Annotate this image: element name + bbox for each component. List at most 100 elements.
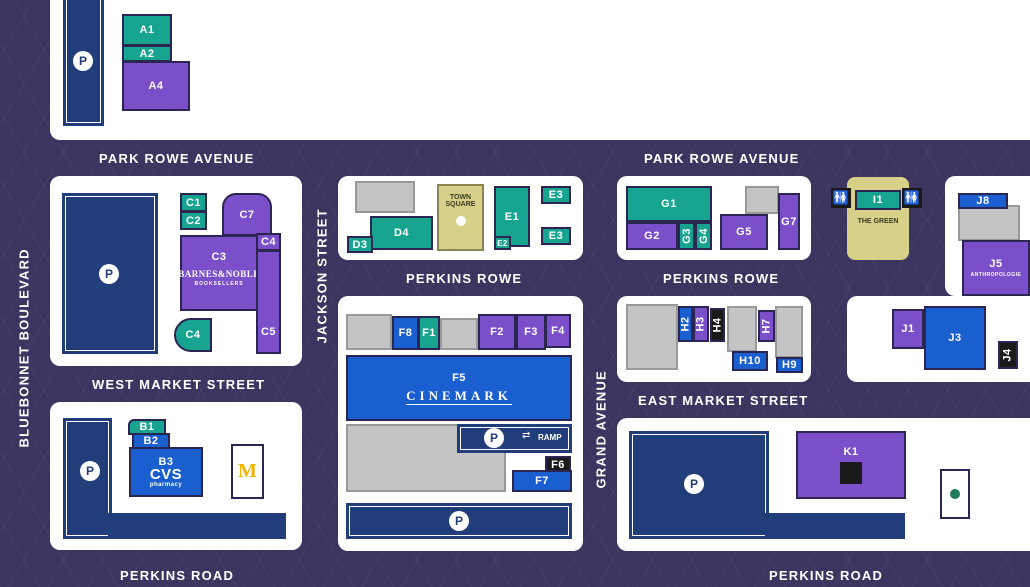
building-gray-f-mid	[440, 318, 478, 350]
unit-g4[interactable]: G4	[695, 222, 712, 250]
unit-c3[interactable]: C3 BARNES&NOBLE BOOKSELLERS	[178, 235, 260, 311]
booksellers-label: BOOKSELLERS	[194, 281, 244, 287]
parking-icon: P	[684, 474, 704, 494]
unit-h10[interactable]: H10	[732, 351, 768, 371]
street-grand: GRAND AVENUE	[593, 370, 609, 489]
unit-f1[interactable]: F1	[418, 316, 440, 350]
bank-building[interactable]	[940, 469, 970, 519]
unit-d3[interactable]: D3	[347, 236, 373, 253]
the-green-label: THE GREEN	[857, 218, 899, 225]
street-perkins-rowe-1: PERKINS ROWE	[406, 271, 523, 286]
town-square[interactable]: TOWN SQUARE	[437, 184, 484, 251]
unit-j3[interactable]: J3	[924, 306, 986, 370]
fountain-icon	[455, 216, 466, 226]
unit-j4[interactable]: J4	[998, 341, 1018, 369]
restroom-icon: 🚻	[902, 188, 922, 208]
cvs-logo: CVS	[149, 466, 183, 483]
town-square-label: TOWN SQUARE	[445, 194, 476, 208]
parking-ramp-f[interactable]	[457, 424, 572, 453]
unit-i1[interactable]: I1	[855, 190, 901, 210]
unit-h2[interactable]: H2	[678, 306, 693, 342]
unit-j8[interactable]: J8	[958, 193, 1008, 209]
block-a	[50, 0, 1030, 140]
unit-f7[interactable]: F7	[512, 470, 572, 492]
unit-j5-label: J5	[989, 258, 1003, 270]
unit-c5[interactable]: C5	[256, 250, 281, 354]
unit-e3-top[interactable]: E3	[541, 186, 571, 204]
unit-d4[interactable]: D4	[370, 216, 433, 250]
unit-f5[interactable]: F5 CINEMARK	[346, 355, 572, 421]
unit-b3-label: B3	[158, 456, 174, 468]
unit-f3[interactable]: F3	[516, 314, 546, 350]
building-gray-h-left	[626, 304, 678, 370]
parking-icon: P	[99, 264, 119, 284]
unit-h4[interactable]: H4	[710, 308, 725, 342]
unit-h3-label: H3	[695, 316, 707, 332]
parking-icon: P	[73, 51, 93, 71]
cinemark-logo: CINEMARK	[406, 387, 512, 405]
parking-icon: P	[80, 461, 100, 481]
unit-c7[interactable]: C7	[222, 193, 272, 236]
unit-h4-label: H4	[711, 317, 724, 333]
unit-h3[interactable]: H3	[693, 306, 709, 342]
parking-lot-k-strip[interactable]	[765, 513, 905, 539]
unit-c4-bottom[interactable]: C4	[174, 318, 212, 352]
unit-e3-bottom[interactable]: E3	[541, 227, 571, 245]
unit-f8[interactable]: F8	[392, 316, 419, 350]
parking-lot-a[interactable]	[63, 0, 104, 126]
unit-k1-label: K1	[843, 446, 859, 458]
unit-j1[interactable]: J1	[892, 309, 924, 349]
parking-icon: P	[484, 428, 504, 448]
unit-a2[interactable]: A2	[122, 45, 172, 62]
unit-k1[interactable]: K1	[796, 431, 906, 499]
k1-logo-icon	[840, 462, 862, 484]
building-gray-h-mid	[727, 306, 757, 352]
unit-g1[interactable]: G1	[626, 186, 712, 222]
building-gray-d	[355, 181, 415, 213]
building-gray-f-lower	[346, 424, 506, 492]
pharmacy-label: pharmacy	[149, 482, 183, 488]
unit-g7[interactable]: G7	[778, 193, 800, 250]
unit-h7[interactable]: H7	[758, 310, 775, 342]
street-perkins-road-left: PERKINS ROAD	[120, 568, 235, 583]
unit-g3-label: G3	[680, 228, 693, 244]
unit-g5[interactable]: G5	[720, 214, 768, 250]
unit-h2-label: H2	[679, 316, 692, 332]
unit-j5[interactable]: J5 ANTHROPOLOGIE	[962, 240, 1030, 296]
unit-f5-label: F5	[452, 371, 466, 384]
unit-g2[interactable]: G2	[626, 222, 678, 250]
mcdonalds-logo-icon: M	[238, 460, 257, 482]
unit-f2[interactable]: F2	[478, 314, 516, 350]
unit-c2[interactable]: C2	[180, 211, 207, 230]
ramp-arrows-icon: ⇄	[522, 430, 531, 441]
unit-b3[interactable]: B3 CVS pharmacy	[129, 447, 203, 497]
street-park-rowe-left: PARK ROWE AVENUE	[99, 151, 255, 166]
unit-c1[interactable]: C1	[180, 193, 207, 212]
building-gray-h-right	[775, 306, 803, 358]
parking-lot-b-horizontal[interactable]	[108, 513, 286, 539]
anthropologie-label: ANTHROPOLOGIE	[970, 272, 1022, 278]
unit-c3-label: C3	[211, 251, 227, 263]
unit-h9[interactable]: H9	[776, 357, 803, 373]
unit-j4-label: J4	[1002, 348, 1014, 362]
barnes-noble-logo: BARNES&NOBLE	[178, 269, 260, 279]
unit-f4[interactable]: F4	[545, 314, 571, 348]
street-jackson: JACKSON STREET	[314, 208, 330, 344]
unit-a1[interactable]: A1	[122, 14, 172, 46]
street-bluebonnet: BLUEBONNET BOULEVARD	[16, 248, 32, 448]
unit-a4[interactable]: A4	[122, 61, 190, 111]
unit-b2[interactable]: B2	[132, 433, 170, 449]
street-west-market: WEST MARKET STREET	[92, 377, 266, 392]
building-gray-f-left	[346, 314, 392, 350]
ramp-label: RAMP	[538, 433, 562, 442]
unit-c4-top[interactable]: C4	[256, 233, 281, 251]
mcdonalds-building[interactable]: M	[231, 444, 264, 499]
unit-g3[interactable]: G3	[678, 222, 695, 250]
bank-logo-icon	[950, 489, 960, 499]
unit-e2[interactable]: E2	[494, 236, 511, 250]
restroom-icon: 🚻	[831, 188, 851, 208]
parking-icon: P	[449, 511, 469, 531]
building-gray-g	[745, 186, 779, 214]
unit-h7-label: H7	[760, 318, 773, 334]
